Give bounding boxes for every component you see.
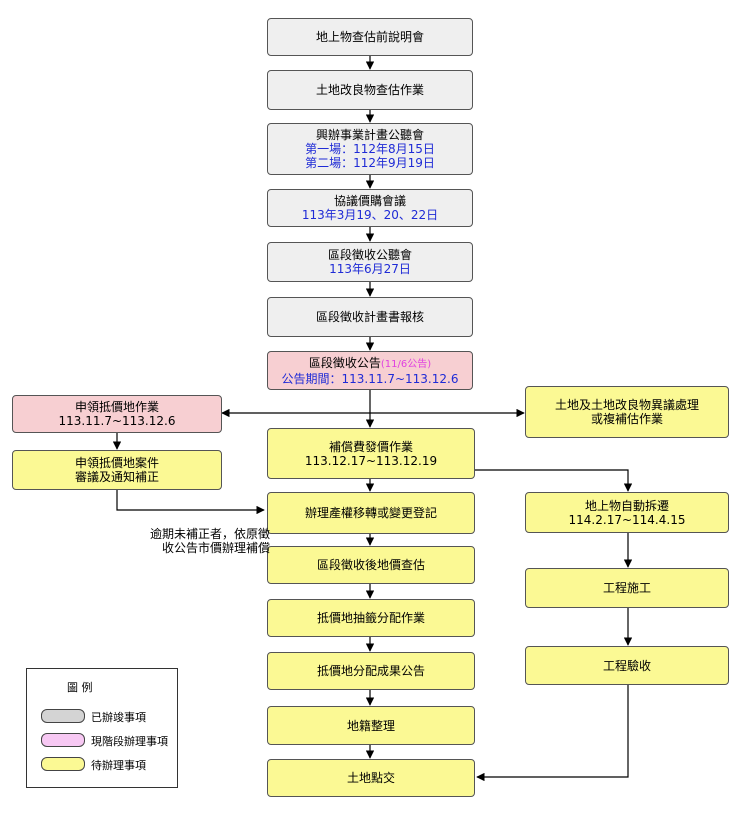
step-title: 申領抵價地作業	[74, 400, 159, 414]
step-claim-review: 申領抵價地案件 審議及通知補正	[12, 450, 222, 490]
step-allocation-announcement: 抵價地分配成果公告	[267, 652, 475, 690]
legend-label-pending: 待辦理事項	[91, 759, 146, 772]
legend: 圖 例 已辦竣事項 現階段辦理事項 待辦理事項	[26, 668, 178, 788]
arrow-c1-r2	[475, 469, 633, 492]
step-title: 區段徵收公告	[308, 355, 381, 370]
step-date: 公告期間：113.11.7~113.12.6	[281, 371, 459, 386]
step-objection-handling: 土地及土地改良物異議處理 或複補估作業	[525, 386, 729, 438]
step-subtitle: 審議及通知補正	[74, 470, 159, 484]
step-date: 第一場：112年8月15日	[305, 142, 435, 156]
step-date: 113年3月19、20、22日	[301, 208, 439, 222]
step-land-claim-application: 申領抵價地作業 113.11.7~113.12.6	[12, 395, 222, 433]
step-title: 協議價購會議	[333, 194, 406, 208]
step-lottery-allocation: 抵價地抽籤分配作業	[267, 599, 475, 637]
step-title: 抵價地分配成果公告	[316, 664, 425, 678]
step-date: 113.12.17~113.12.19	[304, 453, 438, 468]
step-title: 申領抵價地案件	[74, 456, 159, 470]
legend-swatch-current	[41, 733, 85, 747]
step-pre-survey-briefing: 地上物查估前說明會	[267, 18, 473, 56]
step-title: 區段徵收計畫書報核	[315, 310, 424, 324]
step-title: 補償費發價作業	[328, 439, 413, 454]
step-title: 土地改良物查估作業	[315, 83, 424, 97]
step-title: 地上物查估前說明會	[315, 30, 424, 44]
step-title-transfer: 辦理產權移轉或變更登記	[267, 492, 475, 534]
step-compensation-payment: 補償費發價作業 113.12.17~113.12.19	[267, 428, 475, 479]
step-construction: 工程施工	[525, 568, 729, 608]
step-title: 區段徵收公聽會	[327, 248, 412, 262]
step-title: 工程施工	[602, 581, 651, 595]
announce-note: (11/6公告)	[380, 358, 432, 370]
step-date: 113.11.7~113.12.6	[58, 414, 176, 428]
step-title-row: 區段徵收公告(11/6公告)	[309, 356, 431, 372]
step-plan-submission: 區段徵收計畫書報核	[267, 297, 473, 337]
note-line: 收公告市價辦理補償	[162, 541, 271, 555]
step-cadastral-arrangement: 地籍整理	[267, 706, 475, 745]
legend-label-done: 已辦竣事項	[91, 711, 146, 724]
step-title: 抵價地抽籤分配作業	[316, 611, 425, 625]
step-post-land-valuation: 區段徵收後地價查估	[267, 546, 475, 584]
overdue-note: 逾期未補正者，依原徵 收公告市價辦理補償	[150, 527, 270, 555]
step-title: 土地點交	[346, 771, 395, 785]
step-title: 興辦事業計畫公聽會	[315, 128, 424, 142]
step-date: 113年6月27日	[329, 262, 411, 276]
step-title: 地上物自動拆遷	[584, 498, 669, 513]
step-construction-acceptance: 工程驗收	[525, 646, 729, 685]
step-expropriation-announcement: 區段徵收公告(11/6公告) 公告期間：113.11.7~113.12.6	[267, 351, 473, 390]
step-title: 地籍整理	[346, 718, 395, 733]
step-self-demolition: 地上物自動拆遷 114.2.17~114.4.15	[525, 492, 729, 533]
step-expropriation-hearing: 區段徵收公聽會 113年6月27日	[267, 242, 473, 282]
step-date: 114.2.17~114.4.15	[568, 512, 686, 527]
step-title: 土地及土地改良物異議處理	[554, 398, 699, 412]
arrow-r4-c7	[476, 685, 629, 782]
step-negotiation-meeting: 協議價購會議 113年3月19、20、22日	[267, 189, 473, 227]
step-title: 辦理產權移轉或變更登記	[304, 506, 437, 520]
legend-title: 圖 例	[67, 681, 93, 694]
arrow-left2-c2	[116, 490, 265, 515]
step-land-handover: 土地點交	[267, 759, 475, 797]
step-title: 區段徵收後地價查估	[316, 558, 425, 572]
step-title: 工程驗收	[602, 658, 651, 673]
step-improvement-survey: 土地改良物查估作業	[267, 70, 473, 110]
legend-swatch-pending	[41, 757, 85, 771]
legend-label-current: 現階段辦理事項	[91, 735, 168, 748]
step-date: 第二場：112年9月19日	[305, 156, 435, 170]
step-public-hearing: 興辦事業計畫公聽會 第一場：112年8月15日 第二場：112年9月19日	[267, 123, 473, 175]
step-subtitle: 或複補估作業	[590, 412, 663, 426]
legend-swatch-done	[41, 709, 85, 723]
note-line: 逾期未補正者，依原徵	[150, 527, 271, 541]
